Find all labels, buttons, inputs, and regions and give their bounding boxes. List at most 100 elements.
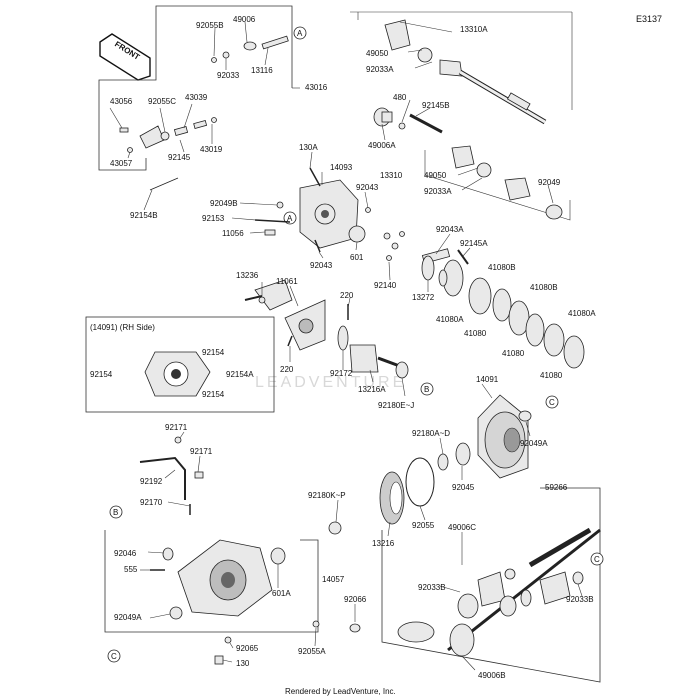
breather-hose bbox=[139, 436, 204, 515]
case-14091: C bbox=[437, 394, 559, 479]
label-92049: 92049 bbox=[538, 178, 561, 187]
label-13116: 13116 bbox=[251, 66, 273, 75]
callout-b-mid bbox=[420, 382, 434, 396]
label-92033b-left: 92033B bbox=[418, 583, 446, 592]
leader-lines bbox=[109, 21, 583, 671]
label-92140: 92140 bbox=[374, 281, 397, 290]
label-11061: 11061 bbox=[276, 277, 298, 286]
callout-b-mid-label: B bbox=[424, 385, 429, 394]
label-13310a: 13310A bbox=[460, 25, 488, 34]
label-43016: 43016 bbox=[305, 83, 328, 92]
label-92033: 92033 bbox=[217, 71, 240, 80]
label-92171-bottom: 92171 bbox=[190, 447, 213, 456]
label-92154-inset-left: 92154 bbox=[90, 370, 113, 379]
callout-a-case-label: A bbox=[287, 214, 293, 223]
label-92180a-d: 92180A~D bbox=[412, 429, 450, 438]
propeller-shaft-13310a bbox=[350, 11, 573, 125]
label-49006a: 49006A bbox=[368, 141, 396, 150]
label-92153: 92153 bbox=[202, 214, 225, 223]
label-92145b: 92145B bbox=[422, 101, 450, 110]
label-13310: 13310 bbox=[380, 171, 403, 180]
part-labels: 13310A 49050 92033A 480 92145B 49006A 13… bbox=[90, 15, 596, 680]
label-601: 601 bbox=[350, 253, 364, 262]
label-92043a: 92043A bbox=[436, 225, 464, 234]
label-92154-inset-top: 92154 bbox=[202, 348, 225, 357]
label-41080-1: 41080 bbox=[464, 329, 487, 338]
label-41080a-2: 41080A bbox=[568, 309, 596, 318]
label-14093: 14093 bbox=[330, 163, 353, 172]
label-43019: 43019 bbox=[200, 145, 223, 154]
label-220-bottom: 220 bbox=[280, 365, 294, 374]
callout-c-shaft-label: C bbox=[594, 555, 600, 564]
label-480: 480 bbox=[393, 93, 407, 102]
label-92043-top: 92043 bbox=[356, 183, 379, 192]
diagram-code: E3137 bbox=[636, 14, 662, 24]
label-92049a-case: 92049A bbox=[114, 613, 142, 622]
label-92055: 92055 bbox=[412, 521, 435, 530]
label-92171-top: 92171 bbox=[165, 423, 188, 432]
label-13216a: 13216A bbox=[358, 385, 386, 394]
label-92192: 92192 bbox=[140, 477, 163, 486]
label-92049b: 92049B bbox=[210, 199, 238, 208]
group-bracket-43016 bbox=[98, 5, 293, 171]
label-41080b-2: 41080B bbox=[530, 283, 558, 292]
mid-gear-assembly: B bbox=[244, 279, 434, 396]
label-92170: 92170 bbox=[140, 498, 163, 507]
front-arrow-icon: FRONT bbox=[99, 33, 151, 81]
callout-c-right bbox=[545, 395, 559, 409]
callout-c-case-label: C bbox=[111, 652, 117, 661]
ring-gear-13216 bbox=[328, 457, 435, 535]
label-92045: 92045 bbox=[452, 483, 475, 492]
label-130: 130 bbox=[236, 659, 250, 668]
callout-b-case-label: B bbox=[113, 508, 118, 517]
label-49006c: 49006C bbox=[448, 523, 476, 532]
callout-a-case bbox=[283, 211, 297, 225]
label-92066: 92066 bbox=[344, 595, 367, 604]
label-130a: 130A bbox=[299, 143, 318, 152]
label-92172: 92172 bbox=[330, 369, 353, 378]
label-92055c: 92055C bbox=[148, 97, 176, 106]
shift-linkage: A bbox=[119, 26, 307, 191]
label-92043-bottom: 92043 bbox=[310, 261, 333, 270]
label-220-top: 220 bbox=[340, 291, 354, 300]
front-case-14057: B C bbox=[104, 505, 361, 665]
group-bracket-59266 bbox=[381, 487, 601, 683]
label-49050-top: 49050 bbox=[366, 49, 389, 58]
inset-frame bbox=[85, 316, 275, 413]
label-13216: 13216 bbox=[372, 539, 395, 548]
label-92049a: 92049A bbox=[520, 439, 548, 448]
label-601a: 601A bbox=[272, 589, 291, 598]
label-92154a-inset: 92154A bbox=[226, 370, 254, 379]
case-14093: A bbox=[254, 167, 371, 253]
label-49006: 49006 bbox=[233, 15, 256, 24]
drive-shaft-59266: C bbox=[381, 487, 604, 683]
label-92033a-top: 92033A bbox=[366, 65, 394, 74]
callout-c-case bbox=[107, 649, 121, 663]
callout-b-case bbox=[109, 505, 123, 519]
label-14091: 14091 bbox=[476, 375, 499, 384]
label-43056: 43056 bbox=[110, 97, 133, 106]
label-49006b: 49006B bbox=[478, 671, 506, 680]
label-92033a-mid: 92033A bbox=[424, 187, 452, 196]
label-92145a: 92145A bbox=[460, 239, 488, 248]
label-555: 555 bbox=[124, 565, 138, 574]
inset-title: (14091) (RH Side) bbox=[90, 323, 155, 332]
callout-c-right-label: C bbox=[549, 398, 555, 407]
watermark: LEADVENTURE bbox=[255, 374, 406, 391]
label-43057: 43057 bbox=[110, 159, 133, 168]
callout-c-shaft bbox=[590, 552, 604, 566]
label-13236: 13236 bbox=[236, 271, 259, 280]
label-43039: 43039 bbox=[185, 93, 208, 102]
label-41080b-1: 41080B bbox=[488, 263, 516, 272]
label-92055a: 92055A bbox=[298, 647, 326, 656]
label-92055b: 92055B bbox=[196, 21, 224, 30]
label-92154-inset-bottom: 92154 bbox=[202, 390, 225, 399]
label-92180e-j: 92180E~J bbox=[378, 401, 414, 410]
propeller-shaft-13310 bbox=[373, 107, 571, 221]
clutch-pack bbox=[383, 231, 585, 369]
callout-a-top bbox=[293, 26, 307, 40]
label-92065: 92065 bbox=[236, 644, 259, 653]
label-13272: 13272 bbox=[412, 293, 435, 302]
